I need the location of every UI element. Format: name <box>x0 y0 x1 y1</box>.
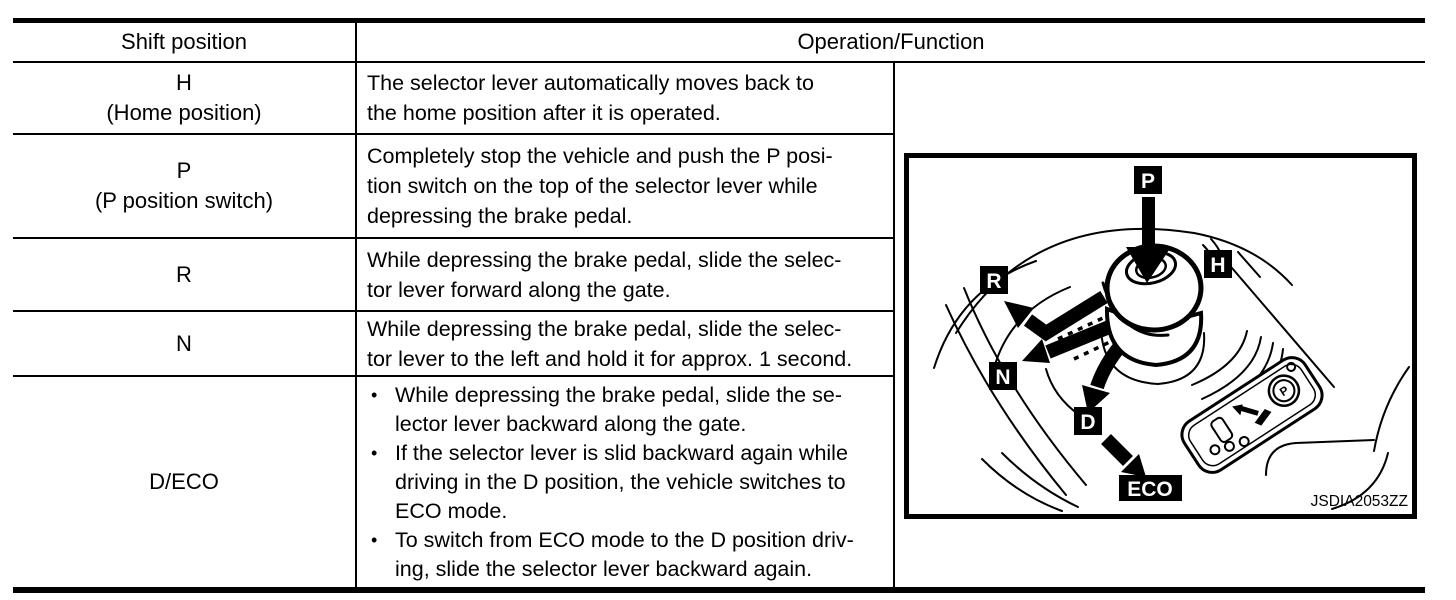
list-item: • While depressing the brake pedal, slid… <box>367 381 854 439</box>
header-label: Shift position <box>121 29 247 54</box>
operation-text: Completely stop the vehicle and push the… <box>367 144 833 228</box>
svg-text:H: H <box>1210 254 1225 277</box>
selector-lever-figure: P P H <box>903 153 1417 519</box>
row-h-position: H (Home position) <box>13 63 357 135</box>
bullet-icon: • <box>371 384 378 405</box>
row-r-position: R <box>13 239 357 312</box>
arrow-r-icon <box>1003 291 1108 342</box>
operation-text: While depressing the brake pedal, slide … <box>367 247 842 302</box>
arrow-down-icon <box>1125 197 1171 283</box>
figure-code: JSDIA2053ZZ <box>1310 493 1407 510</box>
row-n-position: N <box>13 312 357 377</box>
figure-label-eco: ECO <box>1118 475 1182 501</box>
figure-label-r: R <box>979 266 1008 294</box>
bullet-icon: • <box>371 529 378 550</box>
row-deco-operation: • While depressing the brake pedal, slid… <box>357 377 895 587</box>
bullet-text: While depressing the brake pedal, slide … <box>395 382 842 436</box>
figure-cell: P P H <box>895 63 1425 587</box>
list-item: • If the selector lever is slid backward… <box>367 439 854 526</box>
svg-text:R: R <box>986 270 1001 293</box>
row-n-operation: While depressing the brake pedal, slide … <box>357 312 895 377</box>
svg-text:D: D <box>1080 411 1095 434</box>
row-p-position: P (P position switch) <box>13 135 357 239</box>
figure-label-d: D <box>1073 407 1102 435</box>
bullet-list: • While depressing the brake pedal, slid… <box>367 381 854 584</box>
figure-label-n: N <box>988 362 1017 390</box>
selector-lever-illustration: P P H <box>932 166 1410 512</box>
svg-text:P: P <box>1140 170 1154 193</box>
row-r-operation: While depressing the brake pedal, slide … <box>357 239 895 312</box>
row-h-operation: The selector lever automatically moves b… <box>357 63 895 135</box>
svg-text:N: N <box>995 366 1010 389</box>
shift-position-table: Shift position Operation/Function H (Hom… <box>13 18 1425 593</box>
bullet-text: If the selector lever is slid backward a… <box>395 440 848 523</box>
svg-text:ECO: ECO <box>1127 478 1173 501</box>
row-p-operation: Completely stop the vehicle and push the… <box>357 135 895 239</box>
operation-text: While depressing the brake pedal, slide … <box>367 316 853 371</box>
column-header-operation-function: Operation/Function <box>357 23 1425 63</box>
figure-label-h: H <box>1203 250 1232 278</box>
p-switch-panel-illustration: P <box>1179 356 1324 474</box>
bullet-text: To switch from ECO mode to the D positio… <box>395 527 854 581</box>
bullet-icon: • <box>371 442 378 463</box>
arrow-eco-icon <box>1100 434 1146 477</box>
header-label: Operation/Function <box>797 29 985 54</box>
figure-label-p: P <box>1133 166 1162 194</box>
column-header-shift-position: Shift position <box>13 23 357 63</box>
row-deco-position: D/ECO <box>13 377 357 587</box>
operation-text: The selector lever automatically moves b… <box>367 71 814 125</box>
list-item: • To switch from ECO mode to the D posit… <box>367 526 854 584</box>
